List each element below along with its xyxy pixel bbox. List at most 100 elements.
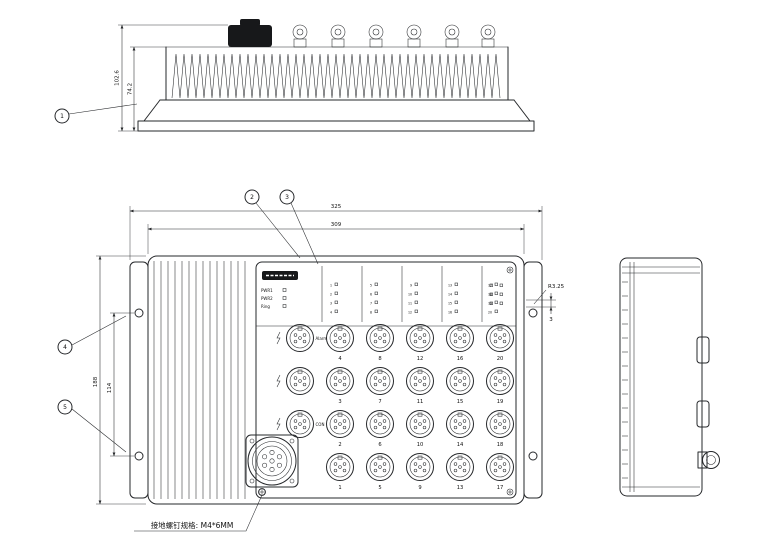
top-m12-connectors — [292, 24, 496, 48]
m12-port: 17 — [486, 453, 514, 491]
m12-connector-top — [368, 24, 384, 40]
callout-3-label: 3 — [285, 194, 289, 201]
top-view: 102.6 74.2 1 — [54, 19, 535, 132]
port-number: 17 — [497, 485, 504, 491]
callout-4-label: 4 — [63, 344, 67, 351]
port-led — [414, 300, 418, 304]
callout-1-label: 1 — [60, 113, 64, 120]
dim-label-102: 102.6 — [115, 70, 121, 86]
side-clip-tab — [696, 336, 710, 364]
port-number: 18 — [497, 442, 504, 448]
led-label-pwr2: PWR2 — [261, 296, 273, 301]
port-led-number: 3 — [330, 302, 332, 306]
port-led — [454, 300, 458, 304]
power-connector — [245, 434, 299, 488]
m12-port: 16 — [446, 324, 474, 362]
port-led — [334, 300, 338, 304]
port-led — [414, 291, 418, 295]
port-led — [414, 282, 418, 286]
front-panel — [255, 261, 517, 499]
dim-label-r325: R3.25 — [548, 284, 565, 290]
m12-port: 20 — [486, 324, 514, 362]
m12-port: 5 — [366, 453, 394, 491]
port-led — [414, 309, 418, 313]
port-led-number: 12 — [408, 311, 412, 315]
m12-port: 7 — [366, 367, 394, 405]
m12-port: 12 — [406, 324, 434, 362]
grounding-note: 接地螺钉规格: M4*6MM — [134, 494, 263, 532]
side-body — [619, 257, 703, 497]
m12-port: 15 — [446, 367, 474, 405]
dim-label-325: 325 — [331, 204, 342, 210]
port-led-number: 16 — [448, 311, 452, 315]
callout-5-label: 5 — [63, 404, 67, 411]
callout-4: 4 — [57, 315, 127, 355]
m12-port — [286, 324, 314, 352]
port-led-number: 11 — [408, 302, 412, 306]
grounding-screw — [258, 488, 266, 496]
dim-label-3: 3 — [549, 317, 553, 323]
port-led — [454, 291, 458, 295]
top-connector-stem — [445, 38, 459, 48]
port-led-number: 20 — [488, 311, 492, 315]
port-number: 8 — [378, 356, 381, 362]
port-led — [454, 282, 458, 286]
port-number: 6 — [378, 442, 381, 448]
callout-2-label: 2 — [250, 194, 254, 201]
front-view: PWR1 PWR2 Ring 1234567891011121314151617… — [57, 189, 565, 532]
m12-port: 9 — [406, 453, 434, 491]
m12-port: 11 — [406, 367, 434, 405]
top-connector-stem — [369, 38, 383, 48]
port-number: 20 — [497, 356, 504, 362]
port-led-number: 19 — [488, 302, 492, 306]
side-clip-tab — [696, 400, 710, 428]
m12-port: 8 — [366, 324, 394, 362]
port-led-number: 5 — [370, 284, 372, 288]
m12-connector-pin — [410, 28, 418, 36]
port-number: 19 — [497, 399, 504, 405]
panel-screw — [506, 266, 514, 274]
m12-port: 14 — [446, 410, 474, 448]
port-led-number: 14 — [448, 293, 452, 297]
port-led — [494, 309, 498, 313]
m12-connector-pin — [296, 28, 304, 36]
side-connector — [697, 451, 720, 469]
mounting-hole — [528, 451, 538, 461]
side-fin-edges — [622, 281, 628, 479]
m12-port — [286, 367, 314, 395]
mounting-hole — [528, 308, 538, 318]
port-number: 15 — [457, 399, 464, 405]
m12-connector-top — [444, 24, 460, 40]
m12-connector-top — [330, 24, 346, 40]
m12-connector-pin — [372, 28, 380, 36]
port-number: 7 — [378, 399, 381, 405]
side-view — [619, 257, 720, 497]
m12-connector-top — [292, 24, 308, 40]
port-led-number: 10 — [408, 293, 412, 297]
port-led-number: 15 — [448, 302, 452, 306]
port-number: 2 — [338, 442, 341, 448]
led-label-ring: Ring — [261, 304, 270, 309]
m12-port: 3 — [326, 367, 354, 405]
dim-front-width-outer: 325 — [129, 204, 543, 260]
m12-port: 10 — [406, 410, 434, 448]
callout-3: 3 — [279, 189, 319, 265]
port-led-number: 2 — [330, 293, 332, 297]
dim-label-74: 74.2 — [128, 83, 134, 95]
top-connector-stem — [331, 38, 345, 48]
port-led — [494, 291, 498, 295]
port-number: 13 — [457, 485, 464, 491]
top-connector-stem — [481, 38, 495, 48]
brand-logo — [262, 271, 298, 280]
port-number: 14 — [457, 442, 464, 448]
port-number: 5 — [378, 485, 381, 491]
port-led — [374, 300, 378, 304]
mounting-hole — [134, 308, 144, 318]
lightning-icon — [276, 417, 281, 431]
dim-top-inner-height: 74.2 — [128, 46, 166, 132]
port-led — [374, 291, 378, 295]
m12-port: 19 — [486, 367, 514, 405]
top-view-base — [137, 120, 535, 132]
